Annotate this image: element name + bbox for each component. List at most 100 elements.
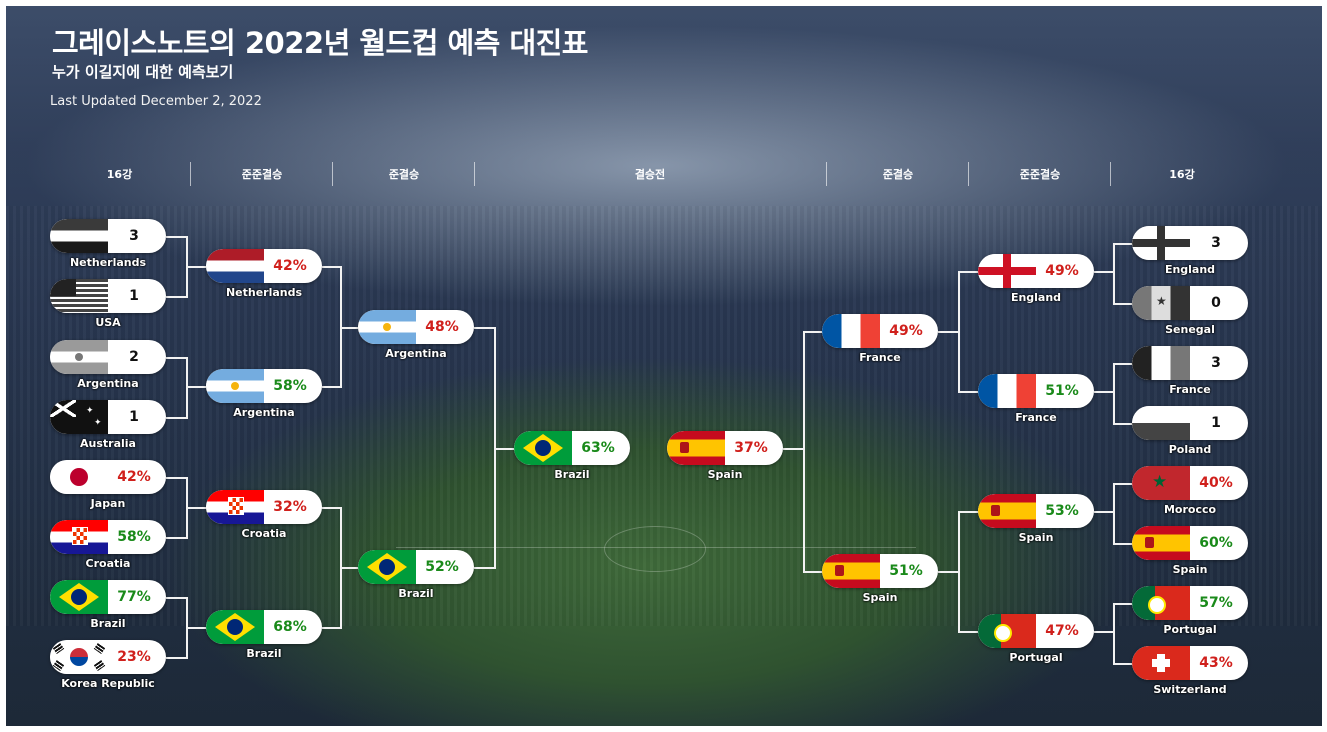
- connector-line: [166, 236, 186, 238]
- page-title: 그레이스노트의 2022년 월드컵 예측 대진표: [52, 26, 588, 60]
- win-probability: 58%: [273, 378, 307, 394]
- round-separator: [826, 162, 827, 186]
- team-name-label: Portugal: [1009, 651, 1063, 664]
- team-card-argentina[interactable]: 58%: [206, 369, 322, 403]
- france-flag-icon: [1132, 346, 1190, 380]
- win-probability: 32%: [273, 499, 307, 515]
- switzerland-flag-icon: [1132, 646, 1190, 680]
- team-card-poland[interactable]: 1: [1132, 406, 1248, 440]
- brazil-flag-icon: [358, 550, 416, 584]
- round-separator: [968, 162, 969, 186]
- croatia-flag-icon: [206, 490, 264, 524]
- team-card-argentina[interactable]: 2: [50, 340, 166, 374]
- team-card-usa[interactable]: 1: [50, 279, 166, 313]
- win-probability: 57%: [1199, 595, 1233, 611]
- win-probability: 63%: [581, 440, 615, 456]
- team-card-france[interactable]: 51%: [978, 374, 1094, 408]
- round-label-qf-right: 준준결승: [1019, 168, 1061, 181]
- connector-line: [802, 331, 822, 333]
- connector-line: [1113, 483, 1132, 485]
- connector-line: [474, 567, 494, 569]
- round-label-sf-right: 준결승: [882, 168, 914, 181]
- team-card-france[interactable]: 3: [1132, 346, 1248, 380]
- connector-line: [1094, 631, 1113, 633]
- connector-line: [958, 391, 978, 393]
- win-probability: 40%: [1199, 475, 1233, 491]
- croatia-flag-icon: [50, 520, 108, 554]
- team-card-spain[interactable]: 60%: [1132, 526, 1248, 560]
- win-probability: 77%: [117, 589, 151, 605]
- team-card-korea-republic[interactable]: 23%: [50, 640, 166, 674]
- connector-line: [1113, 543, 1132, 545]
- round-label-final: 결승전: [634, 168, 666, 181]
- team-name-label: Brazil: [246, 647, 282, 660]
- team-name-label: England: [1010, 291, 1062, 304]
- match-score: 3: [1211, 235, 1221, 251]
- connector-line: [938, 331, 958, 333]
- japan-flag-icon: [50, 460, 108, 494]
- brazil-flag-icon: [50, 580, 108, 614]
- team-name-label: Brazil: [554, 468, 590, 481]
- spain-flag-icon: [667, 431, 725, 465]
- team-name-label: Morocco: [1163, 503, 1217, 516]
- team-name-label: Switzerland: [1153, 683, 1227, 696]
- connector-line: [958, 511, 960, 633]
- poland-flag-icon: [1132, 406, 1190, 440]
- spain-flag-icon: [1132, 526, 1190, 560]
- match-score: 2: [129, 349, 139, 365]
- brazil-flag-icon: [206, 610, 264, 644]
- connector-line: [186, 627, 206, 629]
- team-card-england[interactable]: 3: [1132, 226, 1248, 260]
- team-name-label: Spain: [707, 468, 743, 481]
- australia-flag-icon: ✦✦: [50, 400, 108, 434]
- team-name-label: Netherlands: [69, 256, 147, 269]
- team-card-brazil[interactable]: 68%: [206, 610, 322, 644]
- team-card-croatia[interactable]: 32%: [206, 490, 322, 524]
- connector-line: [166, 477, 186, 479]
- connector-line: [783, 448, 803, 450]
- team-card-brazil[interactable]: 63%: [514, 431, 630, 465]
- team-card-morocco[interactable]: ★40%: [1132, 466, 1248, 500]
- connector-line: [802, 571, 822, 573]
- team-card-portugal[interactable]: 47%: [978, 614, 1094, 648]
- team-card-portugal[interactable]: 57%: [1132, 586, 1248, 620]
- connector-line: [1113, 603, 1115, 665]
- team-card-brazil[interactable]: 52%: [358, 550, 474, 584]
- round-separator: [1110, 162, 1111, 186]
- england-flag-icon: [978, 254, 1036, 288]
- team-card-spain[interactable]: 53%: [978, 494, 1094, 528]
- team-card-senegal[interactable]: ★0: [1132, 286, 1248, 320]
- win-probability: 49%: [1045, 263, 1079, 279]
- match-score: 1: [129, 288, 139, 304]
- team-card-england[interactable]: 49%: [978, 254, 1094, 288]
- page-subtitle: 누가 이길지에 대한 예측보기: [52, 63, 234, 81]
- team-card-switzerland[interactable]: 43%: [1132, 646, 1248, 680]
- connector-line: [186, 386, 206, 388]
- team-card-japan[interactable]: 42%: [50, 460, 166, 494]
- connector-line: [186, 507, 206, 509]
- connector-line: [802, 331, 805, 573]
- team-name-label: Argentina: [77, 377, 139, 390]
- argentina-flag-icon: [358, 310, 416, 344]
- team-card-france[interactable]: 49%: [822, 314, 938, 348]
- team-card-spain[interactable]: 37%: [667, 431, 783, 465]
- connector-line: [958, 271, 978, 273]
- team-card-croatia[interactable]: 58%: [50, 520, 166, 554]
- win-probability: 53%: [1045, 503, 1079, 519]
- connector-line: [322, 266, 340, 268]
- team-name-label: England: [1164, 263, 1216, 276]
- connector-line: [1113, 243, 1132, 245]
- team-name-label: France: [1015, 411, 1057, 424]
- england-flag-icon: [1132, 226, 1190, 260]
- team-card-australia[interactable]: ✦✦1: [50, 400, 166, 434]
- team-card-argentina[interactable]: 48%: [358, 310, 474, 344]
- team-card-spain[interactable]: 51%: [822, 554, 938, 588]
- team-card-brazil[interactable]: 77%: [50, 580, 166, 614]
- round-separator: [190, 162, 191, 186]
- team-card-netherlands[interactable]: 3: [50, 219, 166, 253]
- netherlands-flag-icon: [50, 219, 108, 253]
- team-name-label: USA: [95, 316, 121, 329]
- connector-line: [322, 386, 340, 388]
- connector-line: [322, 627, 340, 629]
- team-card-netherlands[interactable]: 42%: [206, 249, 322, 283]
